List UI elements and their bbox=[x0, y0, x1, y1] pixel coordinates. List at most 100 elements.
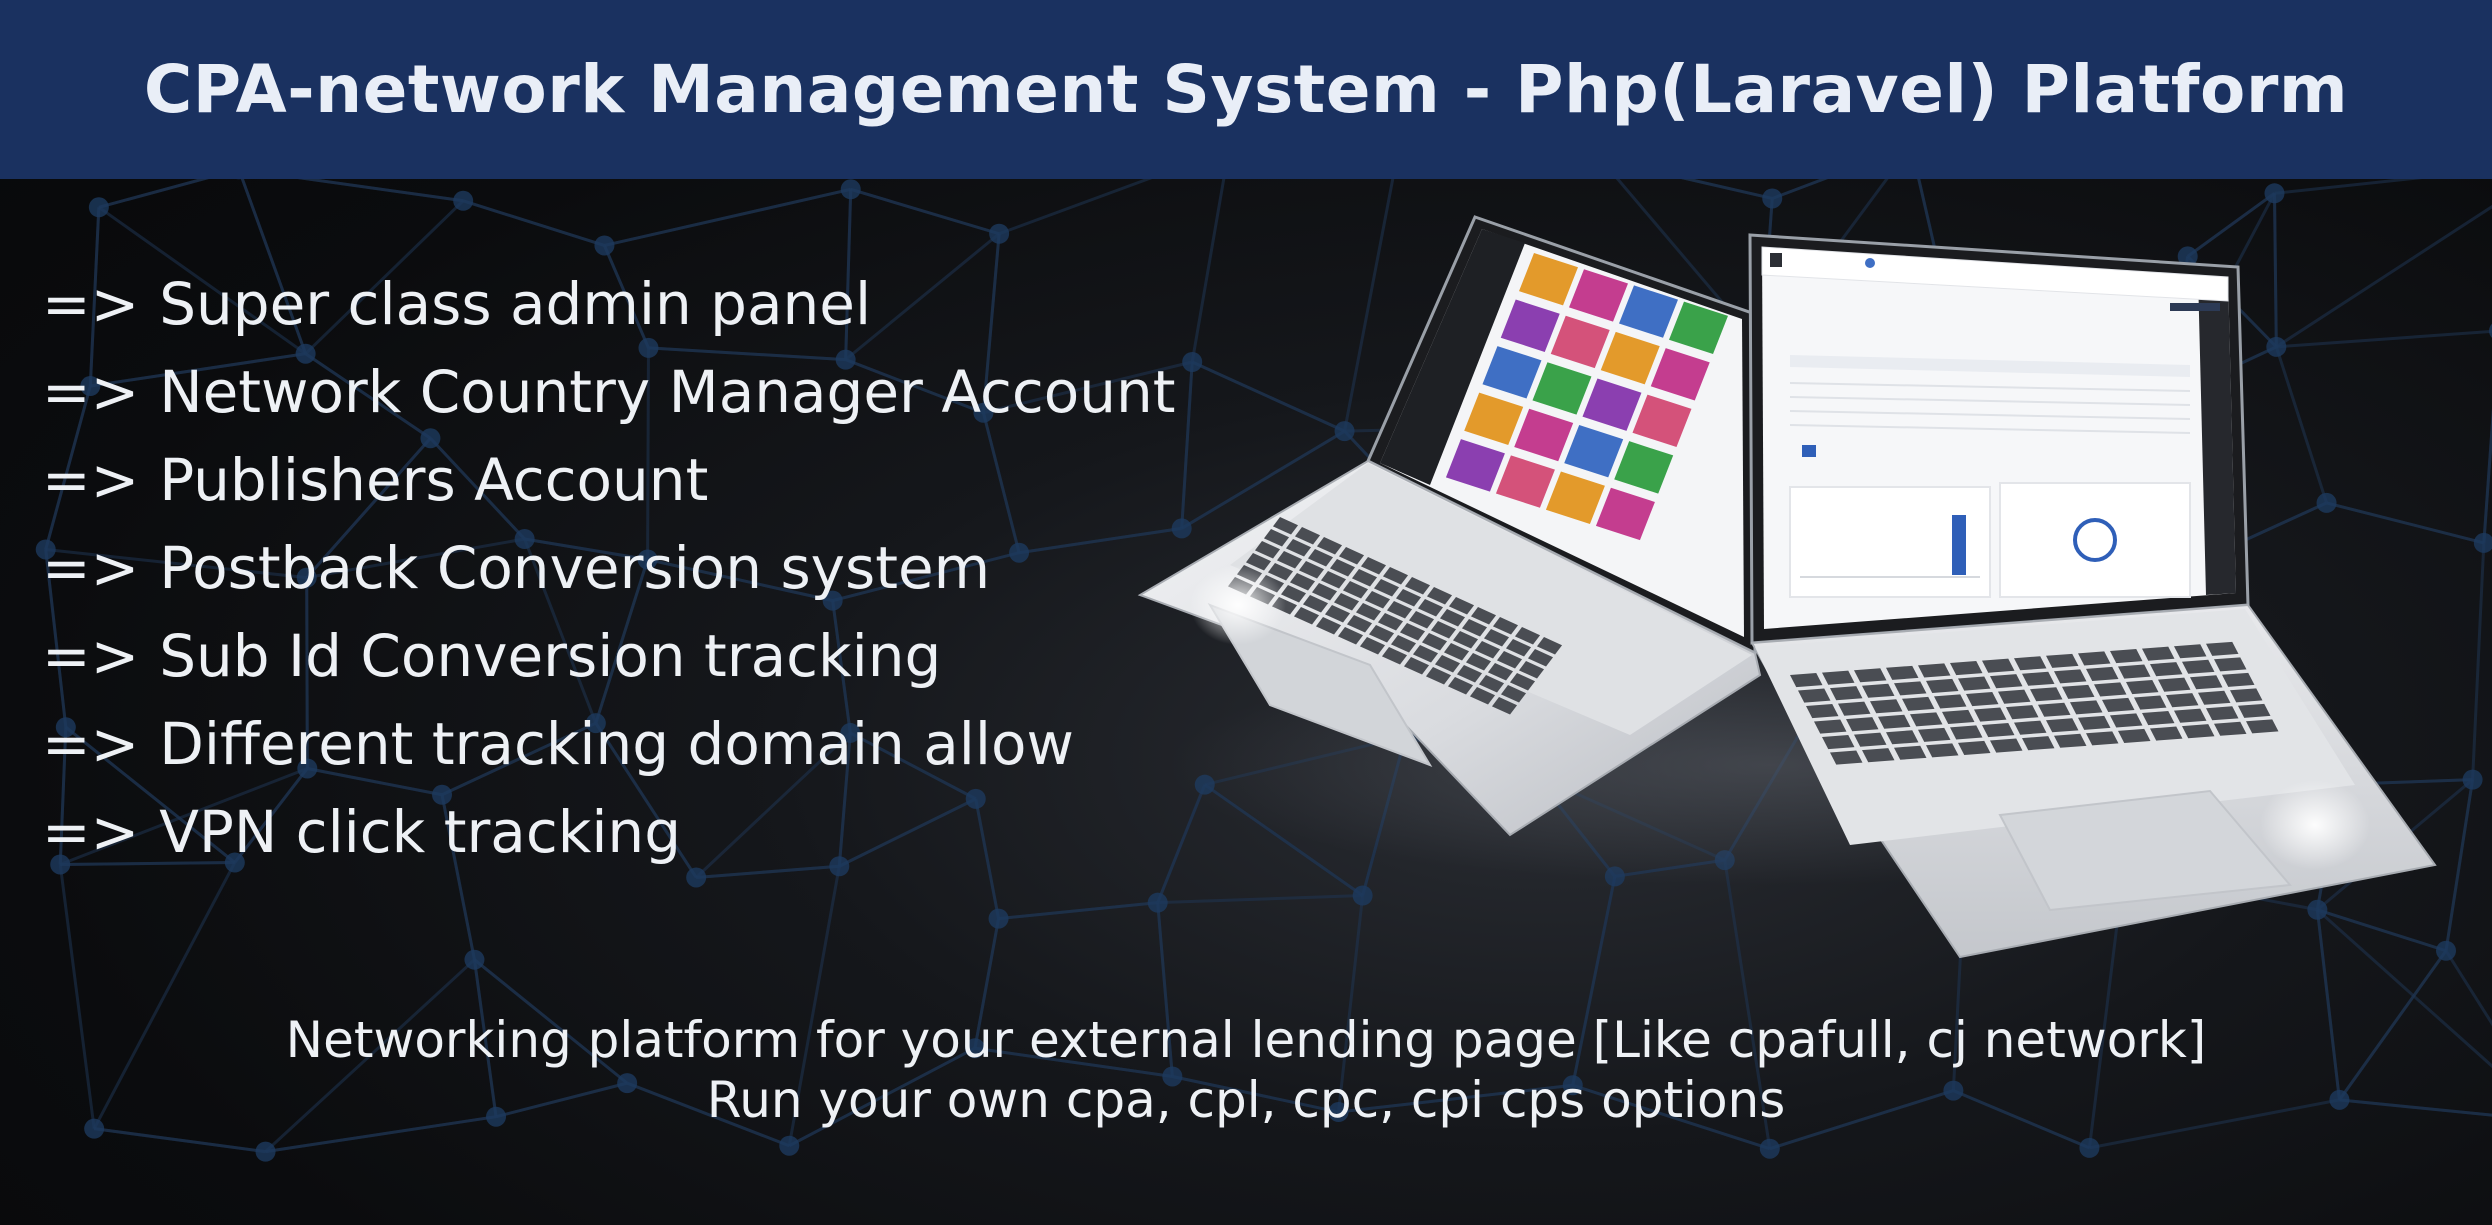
network-link bbox=[2274, 346, 2328, 504]
network-node bbox=[617, 1073, 638, 1094]
keyboard-key bbox=[1894, 745, 1927, 760]
network-node bbox=[835, 349, 856, 370]
network-link bbox=[429, 437, 526, 541]
network-link bbox=[2444, 779, 2475, 951]
keyboard-key bbox=[1974, 707, 2007, 722]
keyboard-key bbox=[1263, 529, 1290, 547]
network-node bbox=[2329, 1089, 2350, 1110]
network-link bbox=[1018, 526, 1182, 555]
network-node bbox=[989, 223, 1010, 244]
keyboard-key bbox=[2022, 671, 2055, 686]
network-link bbox=[1157, 894, 1363, 905]
keyboard-key bbox=[1316, 537, 1343, 555]
dashboard-tile bbox=[1582, 378, 1642, 431]
keyboard-key bbox=[2246, 719, 2279, 734]
network-link bbox=[523, 538, 598, 724]
keyboard-key bbox=[1311, 583, 1338, 601]
network-link bbox=[844, 189, 853, 360]
keyboard-key bbox=[1298, 561, 1325, 579]
feature-item: =>Postback Conversion system bbox=[42, 524, 1176, 612]
analytics-dashboard bbox=[1770, 253, 2220, 598]
feature-item: =>Network Country Manager Account bbox=[42, 348, 1176, 436]
keyboard-key bbox=[1364, 591, 1391, 609]
dashboard-tile bbox=[1464, 392, 1524, 446]
dashboard-tile bbox=[1632, 394, 1692, 448]
network-node bbox=[2079, 1137, 2100, 1158]
keyboard-key bbox=[2006, 705, 2039, 720]
keyboard-key bbox=[2150, 726, 2183, 741]
keyboard-key bbox=[1342, 581, 1369, 599]
network-node bbox=[2436, 940, 2457, 961]
keyboard-key bbox=[1359, 637, 1386, 655]
network-link bbox=[495, 1081, 628, 1119]
keyboard-key bbox=[1390, 635, 1417, 653]
keyboard-key bbox=[1790, 673, 1823, 688]
network-link bbox=[981, 233, 1001, 413]
keyboard-key bbox=[1478, 675, 1505, 693]
network-link bbox=[92, 861, 237, 1130]
right-laptop-keyboard bbox=[1790, 641, 2279, 765]
keyboard-key bbox=[2174, 644, 2207, 659]
keyboard-key bbox=[1830, 686, 1863, 701]
keyboard-key bbox=[1500, 685, 1527, 703]
keyboard-key bbox=[1360, 557, 1387, 575]
keyboard-key bbox=[1822, 735, 1855, 750]
right-laptop-sidebar bbox=[2198, 275, 2236, 595]
network-node bbox=[686, 867, 707, 888]
network-link bbox=[524, 537, 648, 561]
network-node bbox=[1328, 1102, 1349, 1123]
keyboard-key bbox=[1950, 725, 1983, 740]
keyboard-key bbox=[1958, 676, 1991, 691]
network-link bbox=[233, 767, 309, 864]
page-title: CPA-network Management System - Php(Lara… bbox=[143, 51, 2349, 128]
keyboard-key bbox=[2078, 715, 2111, 730]
feature-text: Network Country Manager Account bbox=[159, 358, 1176, 426]
footer-line-1: Networking platform for your external le… bbox=[285, 1011, 2207, 1069]
network-node bbox=[829, 856, 850, 877]
keyboard-key bbox=[2086, 666, 2119, 681]
keyboard-key bbox=[1918, 727, 1951, 742]
network-link bbox=[2275, 204, 2492, 349]
keyboard-key bbox=[1403, 657, 1430, 675]
network-link bbox=[603, 244, 650, 349]
dashboard-tile bbox=[1550, 315, 1610, 369]
keyboard-key bbox=[1798, 688, 1831, 703]
keyboard-key bbox=[1289, 573, 1316, 591]
title-bar: CPA-network Management System - Php(Lara… bbox=[0, 0, 2492, 179]
network-link bbox=[2315, 909, 2341, 1101]
keyboard-key bbox=[2142, 646, 2175, 661]
network-link bbox=[1156, 902, 1174, 1077]
keyboard-key bbox=[2054, 669, 2087, 684]
keyboard-key bbox=[1368, 625, 1395, 643]
keyboard-key bbox=[1276, 551, 1303, 569]
arrow-marker: => bbox=[42, 534, 140, 602]
network-node bbox=[2264, 183, 2285, 204]
network-link bbox=[305, 577, 309, 769]
right-laptop-topbar bbox=[1761, 246, 2229, 302]
profile-icon bbox=[1865, 258, 1875, 268]
keyboard-key bbox=[1862, 683, 1895, 698]
left-laptop bbox=[1137, 215, 1762, 837]
dashboard-tile bbox=[1650, 348, 1710, 401]
network-link bbox=[594, 559, 650, 724]
keyboard-key bbox=[1465, 653, 1492, 671]
network-node bbox=[1162, 1066, 1183, 1087]
network-link bbox=[1338, 1083, 1573, 1114]
network-node bbox=[453, 190, 474, 211]
network-link bbox=[1337, 895, 1365, 1113]
keyboard-key bbox=[2222, 672, 2255, 687]
keyboard-key bbox=[1434, 655, 1461, 673]
keyboard-key bbox=[1245, 553, 1272, 571]
network-node bbox=[464, 949, 485, 970]
keyboard-key bbox=[1806, 704, 1839, 719]
network-node bbox=[84, 1118, 105, 1139]
dashboard-tile bbox=[1482, 346, 1542, 399]
feature-text: Super class admin panel bbox=[159, 270, 872, 338]
app-logo-icon bbox=[1770, 253, 1782, 267]
network-node bbox=[973, 402, 994, 423]
keyboard-key bbox=[1870, 699, 1903, 714]
network-node bbox=[420, 428, 441, 449]
keyboard-key bbox=[1942, 709, 1975, 724]
keyboard-key bbox=[1337, 627, 1364, 645]
keyboard-key bbox=[1382, 567, 1409, 585]
